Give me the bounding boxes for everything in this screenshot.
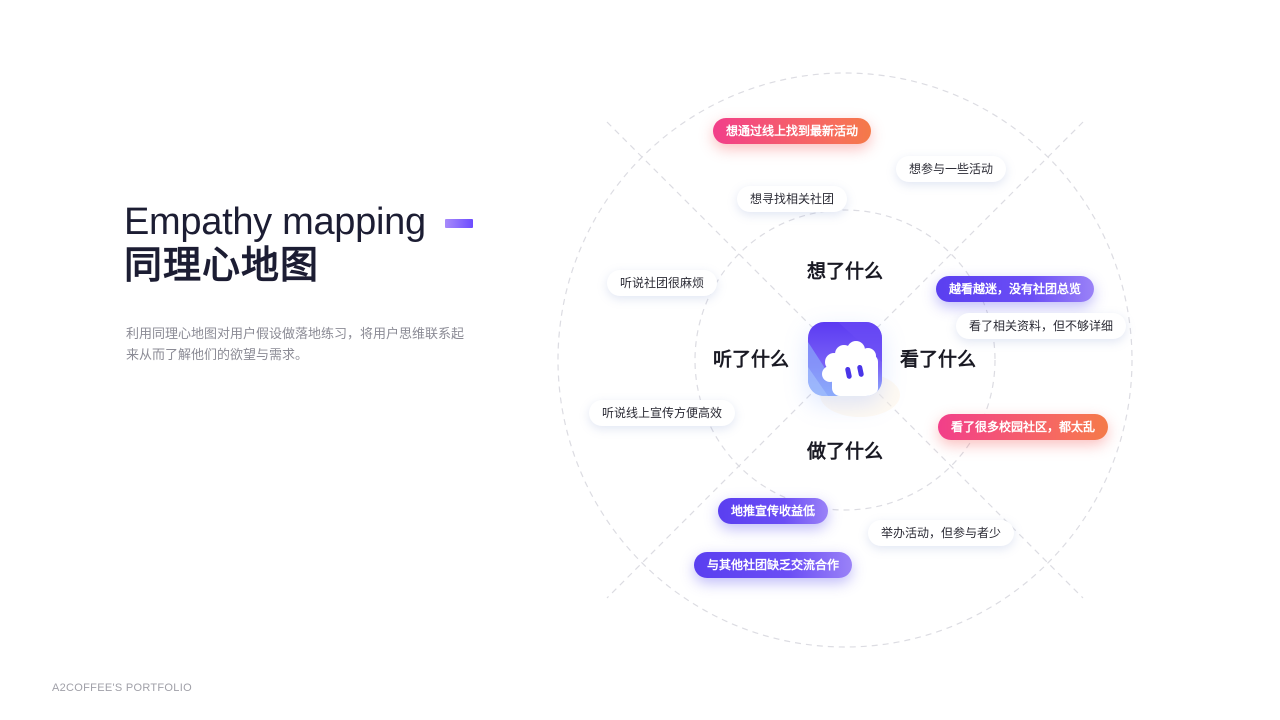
page-description: 利用同理心地图对用户假设做落地练习，将用户思维联系起来从而了解他们的欲望与需求。 [126, 327, 465, 363]
quadrant-label-think: 想了什么 [806, 260, 884, 283]
note-hear-online-efficient: 听说线上宣传方便高效 [588, 400, 736, 426]
page-title-english: Empathy mapping [124, 201, 426, 243]
quadrant-label-hear: 听了什么 [712, 348, 790, 371]
note-think-online-activities: 想通过线上找到最新活动 [712, 118, 872, 144]
quadrant-label-see: 看了什么 [899, 348, 977, 371]
note-see-no-overview: 越看越迷，没有社团总览 [935, 276, 1095, 302]
note-do-low-return: 地推宣传收益低 [717, 498, 829, 524]
quadrant-label-do: 做了什么 [806, 440, 884, 463]
title-accent-bar [445, 219, 473, 228]
note-think-join-activities: 想参与一些活动 [895, 156, 1007, 182]
diagonal-divider [606, 121, 1084, 599]
diagonal-divider [606, 121, 1084, 599]
note-do-lack-cooperation: 与其他社团缺乏交流合作 [693, 552, 853, 578]
note-hear-clubs-troublesome: 听说社团很麻烦 [606, 270, 718, 296]
page-title-chinese: 同理心地图 [124, 243, 320, 287]
note-see-too-messy: 看了很多校园社区，都太乱 [937, 414, 1109, 440]
note-see-not-detailed: 看了相关资料，但不够详细 [955, 313, 1127, 339]
note-do-few-participants: 举办活动，但参与者少 [867, 520, 1015, 546]
portfolio-footer: A2COFFEE'S PORTFOLIO [52, 682, 192, 694]
inner-ring [694, 209, 996, 511]
cloud-mascot-app-icon [808, 322, 882, 396]
outer-ring [557, 72, 1133, 648]
note-think-find-clubs: 想寻找相关社团 [736, 186, 848, 212]
